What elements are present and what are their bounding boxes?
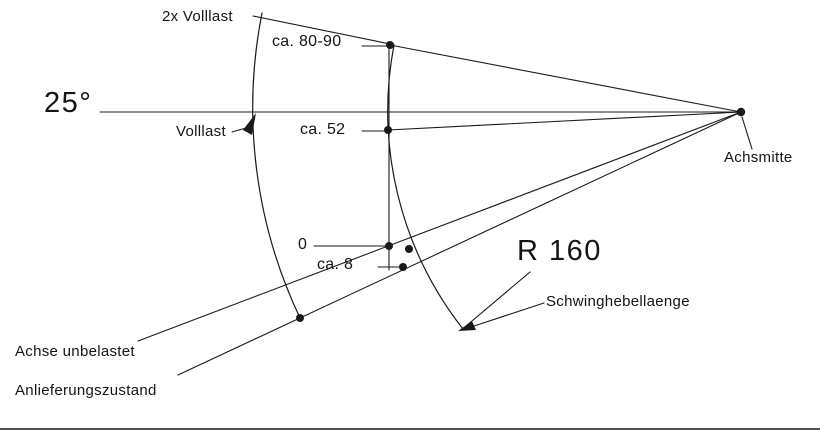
dot-ca-80-90 [386, 41, 394, 49]
label-ca-52: ca. 52 [300, 121, 346, 138]
leader-2x-volllast [252, 15, 391, 45]
line-anlieferungszustand [177, 111, 742, 376]
line-2x-volllast [389, 44, 742, 113]
label-schwinghebellaenge: Schwinghebellaenge [546, 293, 690, 310]
label-achsmitte: Achsmitte [724, 149, 793, 166]
dot-achsmitte [736, 107, 746, 117]
label-volllast: Volllast [176, 123, 226, 140]
leader-schwinghebellaenge [467, 302, 545, 329]
dot-zero [385, 242, 393, 250]
dot-arc-crossing [405, 245, 413, 253]
label-2x-volllast: 2x Volllast [162, 8, 233, 25]
dot-anlieferung-arc [296, 314, 304, 322]
label-ca-80-90: ca. 80-90 [272, 33, 342, 50]
label-r160: R 160 [517, 235, 602, 267]
line-achse-unbelastet [137, 111, 742, 342]
line-volllast [387, 111, 742, 131]
label-anlieferungszustand: Anlieferungszustand [15, 382, 157, 399]
arc-schwinghebel [387, 44, 464, 330]
dot-ca-8 [399, 263, 407, 271]
leader-volllast [231, 127, 247, 133]
arrow-schwinghebel [458, 321, 476, 331]
leader-r160 [465, 271, 531, 327]
leader-achsmitte [741, 116, 753, 150]
label-zero: 0 [298, 236, 308, 253]
label-ca-8: ca. 8 [317, 256, 354, 273]
dot-ca-52 [384, 126, 392, 134]
arrow-volllast [243, 113, 256, 135]
label-achse-unbelastet: Achse unbelastet [15, 343, 135, 360]
angle-label: 25° [44, 87, 93, 119]
arc-axle-travel [252, 12, 301, 319]
